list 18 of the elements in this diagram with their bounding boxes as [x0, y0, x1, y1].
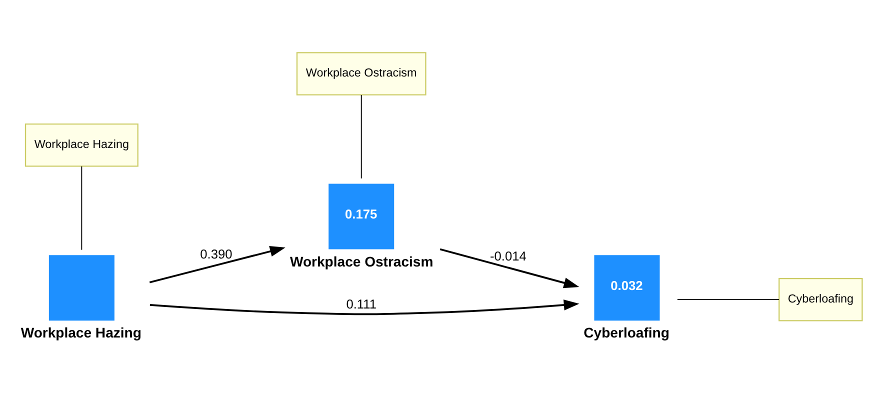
edge-label: 0.390 [200, 246, 232, 262]
node-box: Workplace Hazing [24, 123, 138, 167]
connector [81, 166, 82, 250]
node-box: Workplace Ostracism [296, 52, 426, 96]
edge-label: 0.111 [346, 296, 376, 312]
node-box: 0.032 [594, 255, 660, 321]
node-label: Cyberloafing [584, 324, 670, 341]
node-label: Workplace Ostracism [290, 253, 434, 270]
connector [676, 299, 780, 300]
edge-label: -0.014 [490, 248, 526, 264]
arrow [150, 300, 580, 316]
arrow [440, 248, 580, 288]
arrow [149, 246, 286, 284]
node-box: 0.175 [328, 184, 394, 250]
node-label: Workplace Hazing [20, 324, 142, 341]
connector [360, 94, 362, 179]
node-box: Cyberloafing [778, 278, 863, 322]
node-box [48, 255, 114, 321]
